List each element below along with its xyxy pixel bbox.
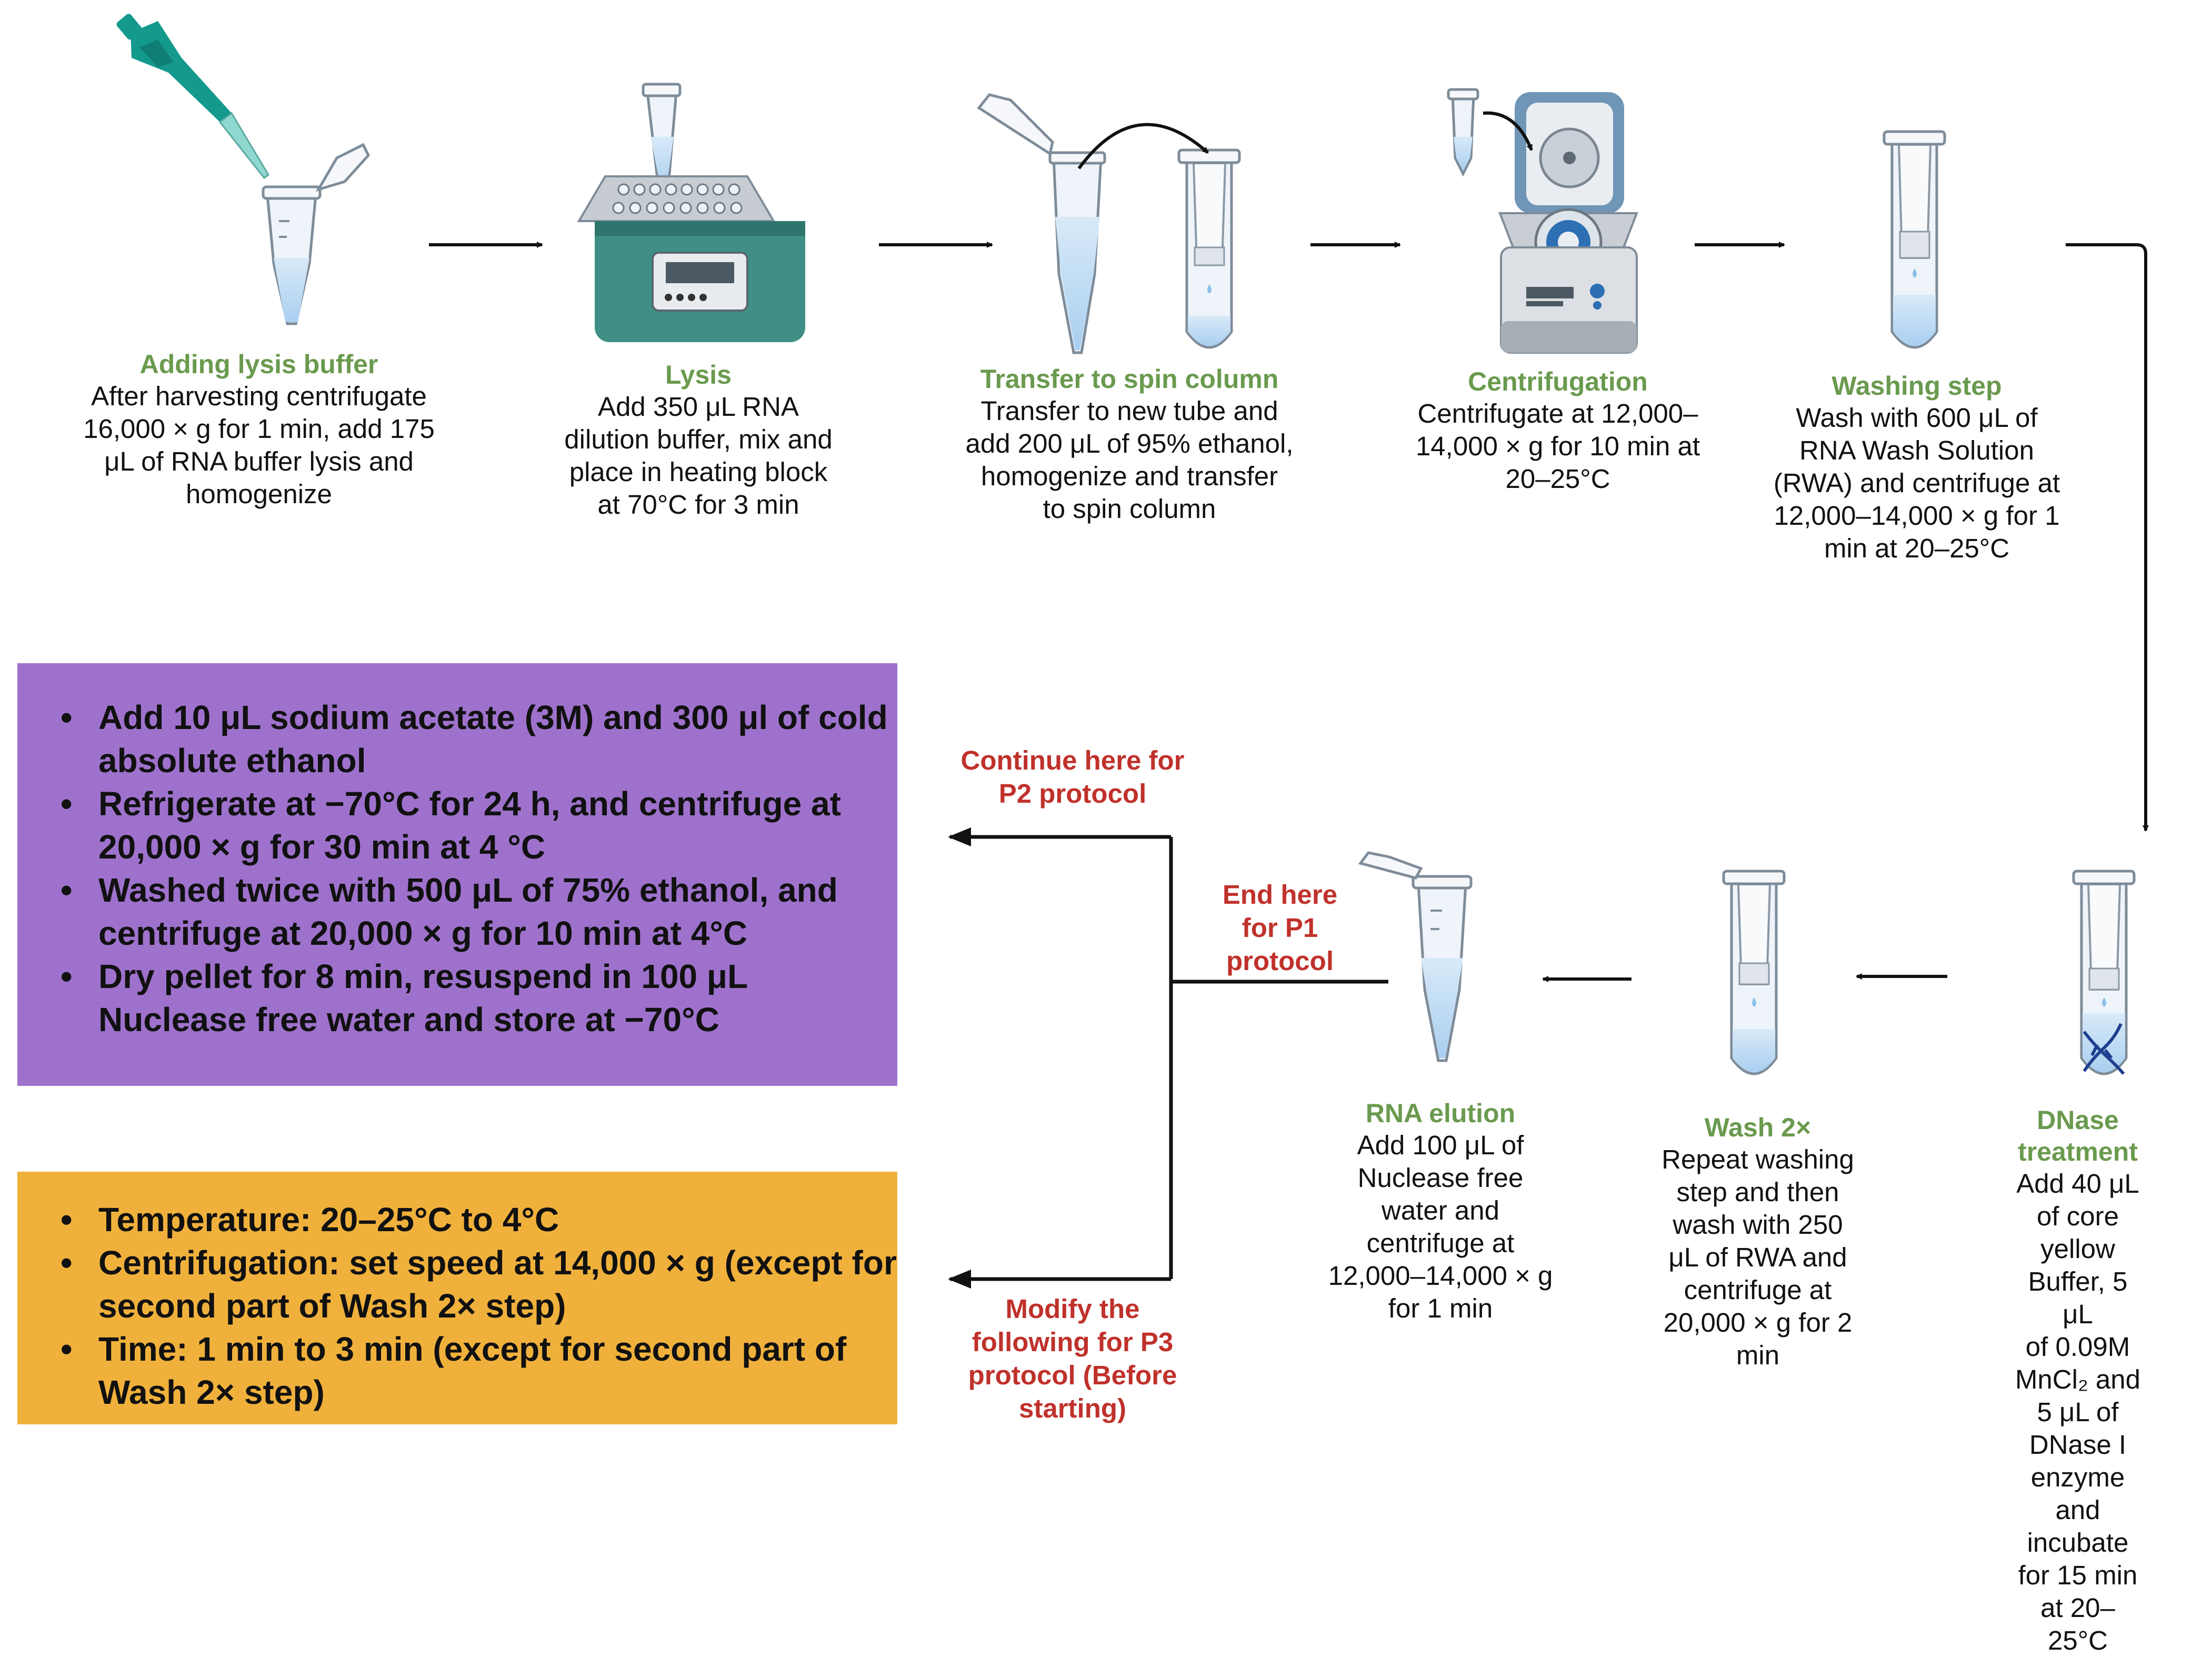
step-adding-lysis-buffer: Adding lysis buffer After harvesting cen…: [83, 348, 435, 511]
p2-box-background: [17, 663, 897, 1086]
step-dnase-treatment: DNase treatment Add 40 μL of core yellow…: [2011, 1104, 2145, 1657]
note-p1: End here for P1 protocol: [1222, 880, 1338, 976]
p2-item: •Add 10 μL sodium acetate (3M) and 300 μ…: [61, 698, 888, 780]
step-description: Add 100 μL of Nuclease free water and ce…: [1328, 1130, 1553, 1323]
heating-block-icon: [577, 83, 805, 342]
step-description: Add 350 μL RNA dilution buffer, mix and …: [564, 392, 833, 520]
p2-item: •Dry pellet for 8 min, resuspend in 100 …: [61, 957, 747, 1039]
step-description: Transfer to new tube and add 200 μL of 9…: [965, 396, 1294, 524]
spin-column-icon: [1883, 130, 1946, 349]
note-p3: Modify the following for P3 protocol (Be…: [968, 1294, 1177, 1423]
p2-item-text: Dry pellet for 8 min, resuspend in 100 μ…: [98, 957, 747, 1039]
step-title: DNase treatment: [2018, 1105, 2138, 1166]
step-washing: Washing step Wash with 600 μL of RNA Was…: [1774, 370, 2060, 565]
centrifuge-icon: [1447, 88, 1638, 354]
p3-item-text: Temperature: 20–25°C to 4°C: [98, 1201, 559, 1239]
step-description: Centrifugate at 12,000– 14,000 × g for 1…: [1415, 398, 1700, 494]
step-title: RNA elution: [1365, 1099, 1516, 1128]
step-description: Add 40 μL of core yellow Buffer, 5 μL of…: [2015, 1169, 2141, 1655]
p3-item: •Time: 1 min to 3 min (except for second…: [61, 1330, 847, 1411]
step-title: Wash 2×: [1704, 1113, 1811, 1142]
p3-item: •Temperature: 20–25°C to 4°C: [61, 1201, 559, 1239]
microtube-icon: [1358, 851, 1473, 1062]
step-centrifugation: Centrifugation Centrifugate at 12,000– 1…: [1416, 366, 1700, 495]
p3-item: •Centrifugation: set speed at 14,000 × g…: [61, 1244, 897, 1325]
p3-item-text: Centrifugation: set speed at 14,000 × g …: [98, 1244, 897, 1325]
spin-column-icon: [2072, 870, 2136, 1075]
p2-item: •Refrigerate at −70°C for 24 h, and cent…: [61, 785, 841, 866]
step-title: Adding lysis buffer: [139, 350, 378, 379]
p2-item: •Washed twice with 500 μL of 75% ethanol…: [61, 871, 838, 952]
step-title: Centrifugation: [1468, 367, 1648, 396]
arrow-icon: [429, 242, 2149, 982]
p2-protocol-box: •Add 10 μL sodium acetate (3M) and 300 μ…: [17, 663, 897, 1086]
p3-protocol-box: •Temperature: 20–25°C to 4°C •Centrifuga…: [17, 1172, 897, 1424]
p2-item-text: Refrigerate at −70°C for 24 h, and centr…: [98, 785, 841, 866]
step-title: Transfer to spin column: [980, 364, 1279, 394]
p3-item-text: Time: 1 min to 3 min (except for second …: [98, 1330, 847, 1411]
protocol-branch-arrows: [948, 827, 1388, 1289]
dna-icon: [2083, 1023, 2125, 1075]
step-rna-elution: RNA elution Add 100 μL of Nuclease free …: [1328, 1097, 1553, 1325]
microtube-icon: [262, 143, 370, 325]
step-title: Washing step: [1831, 371, 2002, 401]
step-lysis: Lysis Add 350 μL RNA dilution buffer, mi…: [564, 359, 832, 521]
pipette-icon: [116, 14, 269, 179]
step-transfer-to-spin-column: Transfer to spin column Transfer to new …: [966, 363, 1294, 525]
step-description: Wash with 600 μL of RNA Wash Solution (R…: [1773, 403, 2060, 563]
step-description: Repeat washing step and then wash with 2…: [1661, 1144, 1854, 1370]
workflow-artwork: [17, 14, 2149, 1424]
p3-box-background: [17, 1172, 897, 1424]
step-description: After harvesting centrifugate 16,000 × g…: [83, 381, 435, 509]
step-wash-2x: Wash 2× Repeat washing step and then was…: [1661, 1112, 1854, 1372]
spin-column-icon: [977, 93, 1241, 354]
p2-item-text: Add 10 μL sodium acetate (3M) and 300 μl…: [98, 698, 888, 780]
p2-item-text: Washed twice with 500 μL of 75% ethanol,…: [98, 871, 838, 952]
note-p2: Continue here for P2 protocol: [960, 745, 1185, 808]
spin-column-icon: [1722, 870, 1786, 1075]
step-title: Lysis: [665, 360, 732, 390]
